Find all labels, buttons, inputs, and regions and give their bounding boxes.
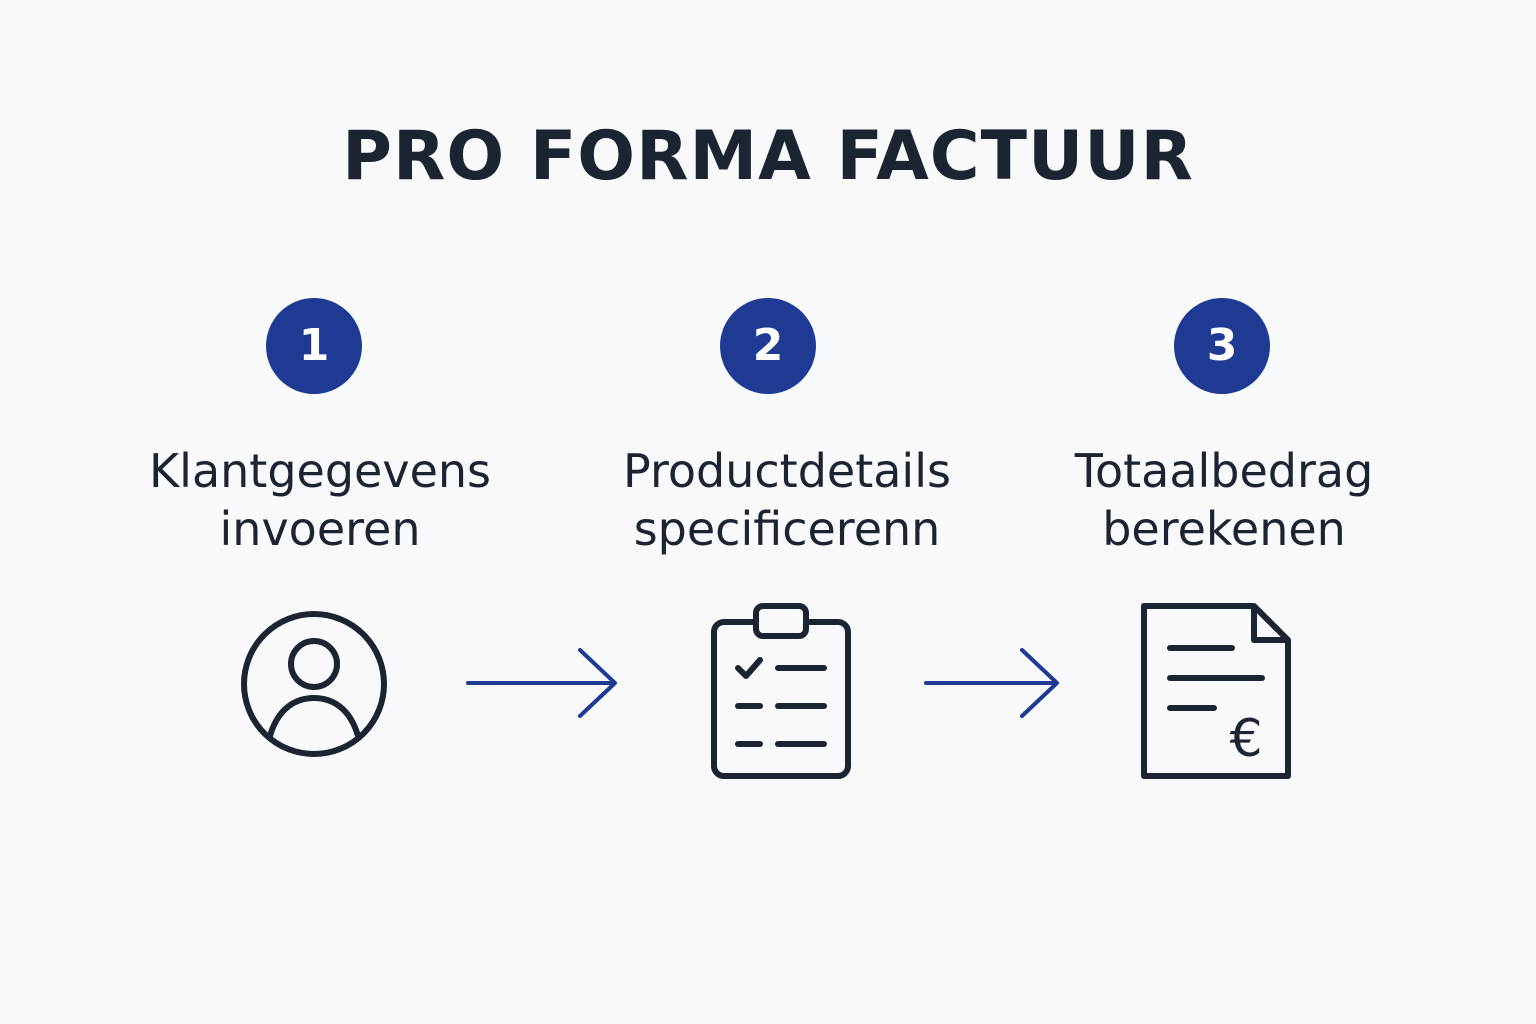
step-2-number-badge: 2 <box>720 298 816 394</box>
step-1-label-line-1: Klantgegevens <box>149 444 491 498</box>
step-1-label-line-2: invoeren <box>219 502 421 556</box>
step-2-label-line-2: specificerenn <box>633 502 941 556</box>
user-circle-icon <box>241 611 387 757</box>
arrow-right-icon <box>924 648 1059 718</box>
euro-symbol: € <box>1229 709 1262 769</box>
step-1-label: Klantgegevens invoeren <box>100 442 540 558</box>
arrow-right-icon <box>466 648 617 718</box>
step-3-number-badge: 3 <box>1174 298 1270 394</box>
step-2-label: Productdetails specificerenn <box>567 442 1007 558</box>
invoice-euro-icon: € <box>1141 603 1291 779</box>
diagram-title: PRO FORMA FACTUUR <box>342 117 1194 196</box>
step-3-label-line-2: berekenen <box>1102 502 1346 556</box>
step-3-label-line-1: Totaalbedrag <box>1074 444 1374 498</box>
clipboard-checklist-icon <box>711 603 851 779</box>
step-2-label-line-1: Productdetails <box>623 444 951 498</box>
step-3-label: Totaalbedrag berekenen <box>1004 442 1444 558</box>
step-1-number-badge: 1 <box>266 298 362 394</box>
